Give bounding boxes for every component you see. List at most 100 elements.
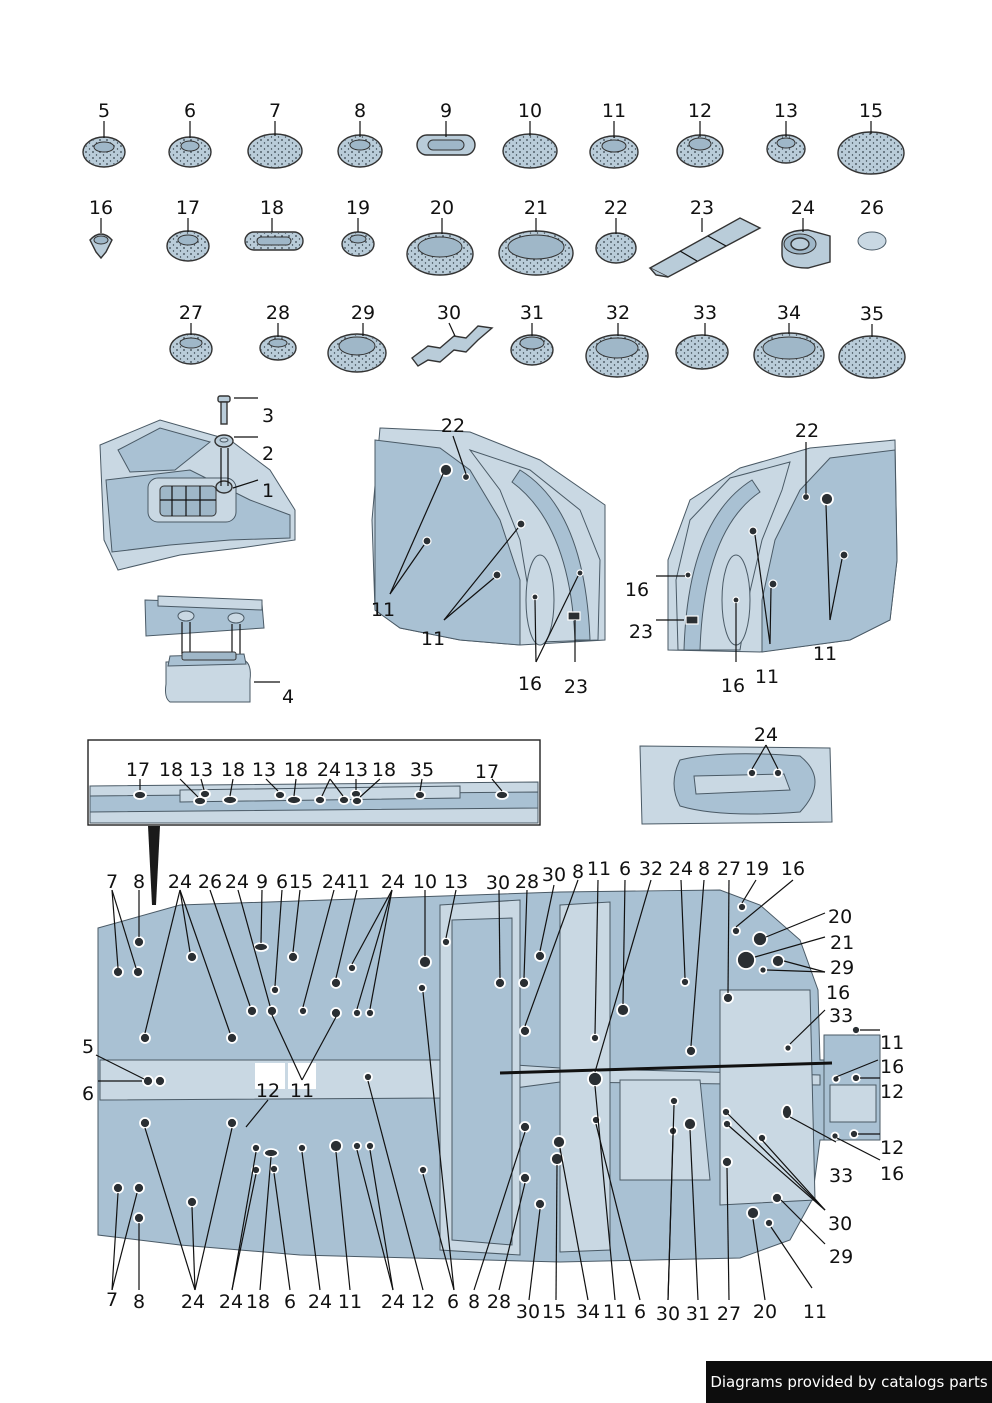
label-11: 11 — [346, 871, 370, 893]
label-30: 30 — [656, 1303, 680, 1325]
label-11: 11 — [587, 858, 611, 880]
label-7: 7 — [106, 1289, 118, 1311]
label-18: 18 — [159, 759, 183, 781]
part-15-grommet — [837, 131, 905, 175]
label-24: 24 — [381, 871, 405, 893]
label-18: 18 — [221, 759, 245, 781]
label-30: 30 — [542, 864, 566, 886]
label-11: 11 — [803, 1301, 827, 1323]
row-2-labels: 16 17 18 19 20 21 22 23 24 26 — [89, 197, 884, 234]
sill-inset: 17 18 13 18 13 18 24 13 18 35 17 — [87, 739, 541, 905]
underbody-leaders — [95, 879, 881, 1301]
label-27: 27 — [717, 1303, 741, 1325]
label-34: 34 — [576, 1301, 600, 1323]
parts-row-3 — [169, 325, 906, 379]
label-16: 16 — [721, 675, 745, 697]
part-8-grommet — [337, 134, 383, 168]
label-13: 13 — [444, 871, 468, 893]
parts-row-2 — [89, 217, 887, 278]
footer-credit: Diagrams provided by catalogs parts — [706, 1361, 992, 1403]
label-17: 17 — [475, 761, 499, 783]
label-30: 30 — [486, 872, 510, 894]
washer-2 — [214, 434, 234, 448]
label-12: 12 — [688, 100, 712, 122]
label-31: 31 — [520, 302, 544, 324]
label-18: 18 — [260, 197, 284, 219]
label-6: 6 — [82, 1083, 94, 1105]
label-13: 13 — [252, 759, 276, 781]
part-7-grommet — [247, 133, 303, 169]
label-22: 22 — [795, 420, 819, 442]
label-1: 1 — [262, 480, 274, 502]
label-16: 16 — [89, 197, 113, 219]
label-29: 29 — [829, 1246, 853, 1268]
label-3: 3 — [262, 405, 274, 427]
underbody-labels: 7 8 24 26 24 9 6 15 24 11 24 10 13 30 28… — [82, 858, 904, 1325]
part-13-grommet — [766, 134, 806, 164]
label-29: 29 — [351, 302, 375, 324]
label-24: 24 — [308, 1291, 332, 1313]
label-18: 18 — [246, 1291, 270, 1313]
row-3-labels: 27 28 29 30 31 32 33 34 35 — [179, 302, 884, 337]
label-6: 6 — [276, 871, 288, 893]
part-19-grommet — [341, 231, 375, 257]
label-24: 24 — [754, 724, 778, 746]
label-19: 19 — [745, 858, 769, 880]
part-18-oval-plug — [244, 231, 304, 251]
part-27-grommet — [169, 333, 213, 365]
tunnel-detail: 24 — [639, 724, 833, 825]
label-30: 30 — [828, 1213, 852, 1235]
part-11-grommet — [589, 135, 639, 169]
part-30-tape-strip — [411, 325, 494, 367]
label-11: 11 — [371, 599, 395, 621]
label-6: 6 — [447, 1291, 459, 1313]
label-8: 8 — [698, 858, 710, 880]
label-12: 12 — [880, 1081, 904, 1103]
label-16: 16 — [826, 982, 850, 1004]
label-33: 33 — [829, 1165, 853, 1187]
label-35: 35 — [860, 303, 884, 325]
label-8: 8 — [468, 1291, 480, 1313]
label-26: 26 — [860, 197, 884, 219]
label-8: 8 — [572, 861, 584, 883]
part-28-grommet — [259, 335, 297, 361]
label-30: 30 — [437, 302, 461, 324]
control-unit-box — [147, 477, 237, 523]
part-34-grommet — [753, 332, 825, 378]
label-11: 11 — [755, 666, 779, 688]
screw-3 — [217, 395, 231, 425]
part-9-oval-plug — [416, 134, 476, 156]
housing-4 — [165, 651, 251, 703]
control-unit-detail: 3 2 1 — [99, 395, 296, 571]
label-7: 7 — [269, 100, 281, 122]
part-6-grommet — [168, 136, 212, 168]
row-1-labels: 5 6 7 8 9 10 11 12 13 15 — [98, 100, 883, 138]
label-10: 10 — [518, 100, 542, 122]
label-31: 31 — [686, 1303, 710, 1325]
label-11: 11 — [603, 1301, 627, 1323]
label-24: 24 — [219, 1291, 243, 1313]
label-15: 15 — [859, 100, 883, 122]
label-5: 5 — [98, 100, 110, 122]
parts-row-1 — [82, 131, 905, 175]
label-24: 24 — [791, 197, 815, 219]
label-33: 33 — [693, 302, 717, 324]
label-21: 21 — [830, 932, 854, 954]
label-15: 15 — [542, 1301, 566, 1323]
label-24: 24 — [181, 1291, 205, 1313]
label-24: 24 — [225, 871, 249, 893]
label-9: 9 — [440, 100, 452, 122]
label-15: 15 — [289, 871, 313, 893]
label-12: 12 — [880, 1137, 904, 1159]
label-32: 32 — [606, 302, 630, 324]
label-4: 4 — [282, 686, 294, 708]
part-26-disc — [857, 231, 887, 251]
label-9: 9 — [256, 871, 268, 893]
part-17-grommet — [166, 230, 210, 262]
label-23: 23 — [690, 197, 714, 219]
label-13: 13 — [774, 100, 798, 122]
part-5-grommet — [82, 136, 126, 168]
part-23-tape-strip — [648, 217, 762, 278]
label-27: 27 — [717, 858, 741, 880]
label-24: 24 — [168, 871, 192, 893]
